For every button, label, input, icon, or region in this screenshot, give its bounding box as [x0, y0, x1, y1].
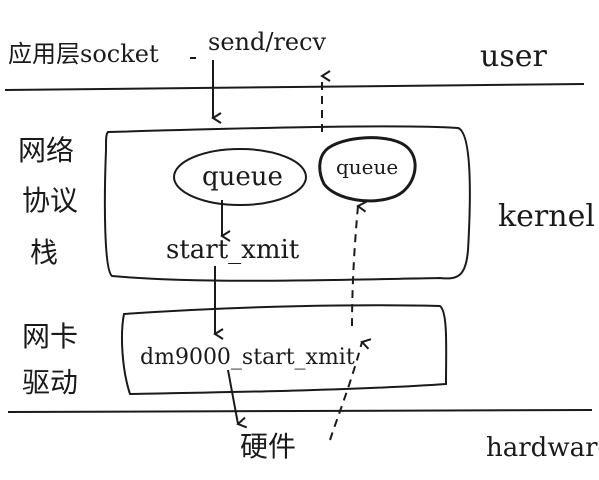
label-start-xmit: start_xmit	[166, 235, 300, 265]
label-app-socket: 应用层socket	[8, 40, 159, 68]
label-hardware-cn: 硬件	[240, 430, 296, 463]
dashed-arrow-driver-to-queue	[351, 200, 367, 327]
label-queue-left: queue	[202, 162, 283, 192]
queue-left-ellipse	[173, 148, 307, 206]
label-send-recv: send/recv	[208, 28, 327, 56]
kernel-hardware-divider	[7, 408, 593, 413]
label-kernel: kernel	[498, 199, 595, 234]
queue-right-ellipse	[318, 136, 417, 203]
driver-box	[121, 304, 448, 396]
label-user: user	[480, 39, 547, 74]
label-queue-right: queue	[336, 155, 398, 179]
protocol-stack-box	[103, 125, 471, 282]
user-kernel-divider	[4, 83, 585, 91]
label-driver-line2: 驱动	[22, 366, 78, 399]
label-stack-line2: 协议	[22, 184, 78, 217]
label-hardware: hardware	[486, 433, 599, 463]
dashed-arrow-hardware-to-driver	[329, 338, 372, 441]
label-driver-line1: 网卡	[22, 320, 78, 353]
label-stack-line3: 栈	[30, 236, 58, 269]
label-dm-start-xmit: dm9000_start_xmit	[140, 345, 355, 370]
arrow-driver-to-hardware	[227, 369, 248, 429]
label-stack-line1: 网络	[18, 134, 74, 167]
